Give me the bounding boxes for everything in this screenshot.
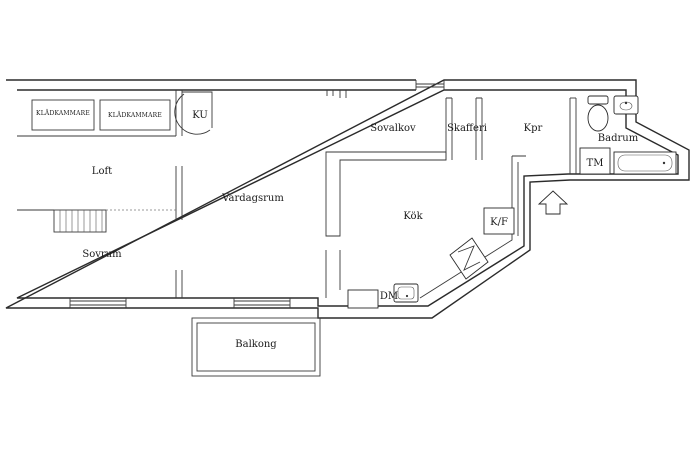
sink-icon [613,95,639,115]
balcony-outline [191,317,321,377]
label-ku: KU [192,110,208,121]
label-dm: DM [380,291,398,302]
label-balkong: Balkong [235,339,277,350]
label-loft: Loft [92,166,112,177]
closet-boxes [31,99,171,131]
kitchen-sink-icon [393,283,419,303]
stove-icon [449,237,489,280]
label-tm: TM [587,158,604,169]
label-kladkammare-1: KLÄDKAMMARE [36,110,90,117]
label-vardagsrum: Vardagsrum [221,193,284,204]
bathtub-icon [613,151,677,175]
tm-box [579,147,611,175]
label-sovrum: Sovrum [82,249,122,260]
windows [69,298,291,308]
stairs-icon [53,209,176,233]
label-kf: K/F [490,217,508,228]
label-skafferi: Skafferi [447,123,487,134]
label-kladkammare-2: KLÄDKAMMARE [108,112,162,119]
entrance-arrow-icon [537,190,569,215]
room-labels: KLÄDKAMMARE KLÄDKAMMARE KU Loft Sovrum V… [36,110,639,350]
label-badrum: Badrum [598,133,639,144]
label-kok: Kök [403,211,423,222]
label-kpr: Kpr [524,123,543,134]
ku-stove [174,91,213,135]
interior-walls [17,90,577,299]
dm-box [347,289,379,309]
label-sovalkov: Sovalkov [370,123,416,134]
kf-box [483,207,515,235]
outer-walls [5,79,690,319]
toilet-icon [587,95,609,132]
